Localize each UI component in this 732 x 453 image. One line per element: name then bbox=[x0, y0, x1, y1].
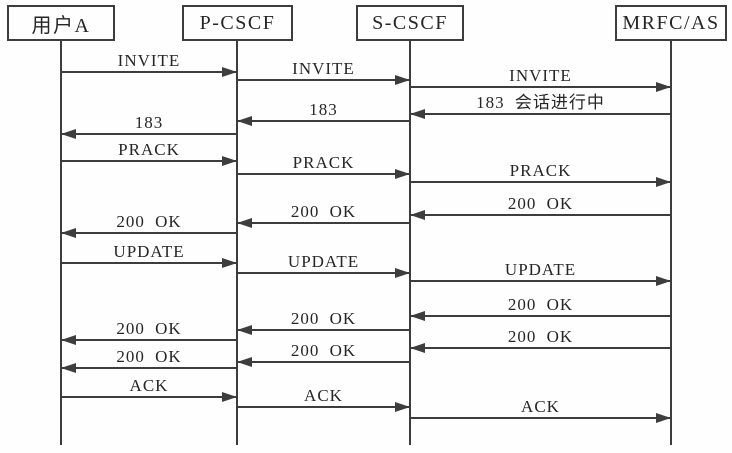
actor-box-p-cscf: P-CSCF bbox=[182, 5, 293, 41]
message-label: 183 会话进行中 bbox=[476, 93, 605, 112]
arrowhead-left-icon bbox=[410, 210, 425, 220]
message-label: 200 OK bbox=[116, 319, 182, 338]
message-line-p-cscf-to-s-cscf bbox=[237, 173, 410, 175]
message-line-s-cscf-to-mrfc-as bbox=[410, 417, 671, 419]
message-line-s-cscf-to-p-cscf bbox=[237, 120, 410, 122]
actor-label-mrfc-as: MRFC/AS bbox=[622, 11, 720, 34]
message-label: 200 OK bbox=[290, 309, 357, 328]
actor-label-p-cscf: P-CSCF bbox=[199, 11, 276, 34]
arrowhead-left-icon bbox=[410, 109, 425, 119]
message-label: UPDATE bbox=[113, 242, 185, 261]
message-label: PRACK bbox=[509, 161, 572, 180]
arrowhead-left-icon bbox=[237, 357, 252, 367]
message-line-user-a-to-p-cscf bbox=[61, 262, 237, 264]
arrowhead-left-icon bbox=[237, 116, 252, 126]
message-label: INVITE bbox=[292, 59, 355, 78]
message-line-s-cscf-to-p-cscf bbox=[237, 222, 410, 224]
message-label: 200 OK bbox=[290, 202, 357, 221]
lifeline-s-cscf bbox=[409, 41, 411, 445]
message-label: INVITE bbox=[117, 51, 181, 70]
message-line-p-cscf-to-s-cscf bbox=[237, 79, 410, 81]
actor-box-user-a: 用户A bbox=[7, 5, 115, 41]
message-label: 200 OK bbox=[290, 341, 357, 360]
message-line-s-cscf-to-mrfc-as bbox=[410, 280, 671, 282]
message-line-mrfc-as-to-s-cscf bbox=[410, 214, 671, 216]
message-line-s-cscf-to-mrfc-as bbox=[410, 181, 671, 183]
message-label: UPDATE bbox=[504, 260, 577, 279]
arrowhead-left-icon bbox=[61, 228, 76, 238]
arrowhead-right-icon bbox=[656, 82, 671, 92]
message-line-p-cscf-to-user-a bbox=[61, 232, 237, 234]
message-label: INVITE bbox=[509, 66, 572, 85]
arrowhead-right-icon bbox=[222, 392, 237, 402]
actor-box-mrfc-as: MRFC/AS bbox=[615, 5, 727, 41]
message-label: PRACK bbox=[292, 153, 355, 172]
message-line-s-cscf-to-mrfc-as bbox=[410, 86, 671, 88]
actor-box-s-cscf: S-CSCF bbox=[356, 5, 464, 41]
message-label: 200 OK bbox=[116, 347, 182, 366]
message-label: PRACK bbox=[118, 140, 180, 159]
message-line-p-cscf-to-user-a bbox=[61, 339, 237, 341]
message-line-p-cscf-to-user-a bbox=[61, 367, 237, 369]
message-label: ACK bbox=[521, 397, 560, 416]
arrowhead-right-icon bbox=[222, 156, 237, 166]
message-line-user-a-to-p-cscf bbox=[61, 396, 237, 398]
message-label: ACK bbox=[129, 376, 169, 395]
message-label: ACK bbox=[304, 386, 343, 405]
message-label: 200 OK bbox=[507, 327, 574, 346]
message-line-s-cscf-to-p-cscf bbox=[237, 361, 410, 363]
lifeline-user-a bbox=[60, 41, 62, 445]
message-label: UPDATE bbox=[287, 252, 360, 271]
arrowhead-right-icon bbox=[395, 268, 410, 278]
arrowhead-right-icon bbox=[222, 258, 237, 268]
arrowhead-right-icon bbox=[395, 169, 410, 179]
message-label: 183 bbox=[309, 100, 338, 119]
arrowhead-left-icon bbox=[61, 363, 76, 373]
lifeline-mrfc-as bbox=[670, 41, 672, 445]
message-label: 183 bbox=[134, 113, 164, 132]
arrowhead-right-icon bbox=[395, 75, 410, 85]
message-line-user-a-to-p-cscf bbox=[61, 71, 237, 73]
actor-label-s-cscf: S-CSCF bbox=[372, 11, 448, 34]
arrowhead-right-icon bbox=[656, 413, 671, 423]
message-line-mrfc-as-to-s-cscf bbox=[410, 113, 671, 115]
lifeline-p-cscf bbox=[236, 41, 238, 445]
arrowhead-left-icon bbox=[410, 311, 425, 321]
actor-label-user-a: 用户A bbox=[31, 14, 91, 37]
message-line-user-a-to-p-cscf bbox=[61, 160, 237, 162]
arrowhead-left-icon bbox=[61, 129, 76, 139]
arrowhead-right-icon bbox=[656, 276, 671, 286]
message-line-p-cscf-to-user-a bbox=[61, 133, 237, 135]
message-label: 200 OK bbox=[507, 295, 574, 314]
message-line-p-cscf-to-s-cscf bbox=[237, 406, 410, 408]
message-line-mrfc-as-to-s-cscf bbox=[410, 315, 671, 317]
arrowhead-left-icon bbox=[61, 335, 76, 345]
message-line-p-cscf-to-s-cscf bbox=[237, 272, 410, 274]
arrowhead-left-icon bbox=[410, 343, 425, 353]
message-line-s-cscf-to-p-cscf bbox=[237, 329, 410, 331]
arrowhead-left-icon bbox=[237, 218, 252, 228]
message-line-mrfc-as-to-s-cscf bbox=[410, 347, 671, 349]
message-label: 200 OK bbox=[116, 212, 182, 231]
arrowhead-right-icon bbox=[222, 67, 237, 77]
arrowhead-right-icon bbox=[395, 402, 410, 412]
arrowhead-left-icon bbox=[237, 325, 252, 335]
arrowhead-right-icon bbox=[656, 177, 671, 187]
message-label: 200 OK bbox=[507, 194, 574, 213]
